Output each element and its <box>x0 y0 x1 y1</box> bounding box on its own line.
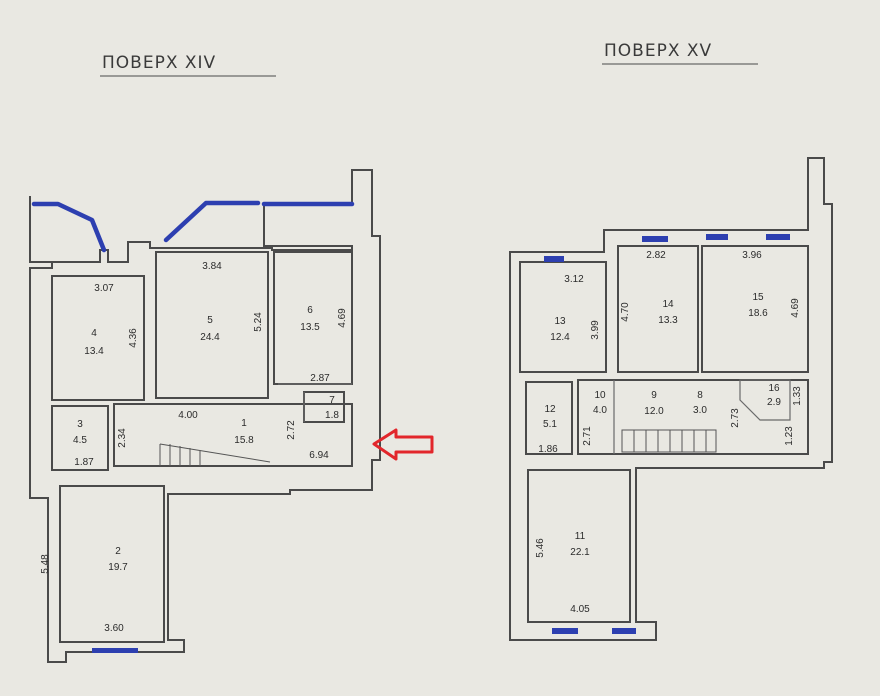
dimension-label: 1.86 <box>538 444 558 455</box>
room-area: 13.5 <box>300 322 320 333</box>
room-4-walls <box>51 275 145 401</box>
room-area: 18.6 <box>748 308 768 319</box>
room-number: 16 <box>768 383 780 394</box>
room-11-walls <box>527 469 631 623</box>
window-marker-room-2 <box>92 648 138 653</box>
room-area: 4.5 <box>73 435 87 446</box>
dimension-label: 2.87 <box>310 373 330 384</box>
window-marker-room-13 <box>544 256 564 262</box>
floor-xv-outer-wall <box>509 157 833 641</box>
room-15-walls <box>701 245 809 373</box>
room-12-walls <box>525 381 573 455</box>
balcony-middle-outline <box>163 200 261 243</box>
dimension-label: 4.69 <box>790 298 801 318</box>
dimension-label: 4.05 <box>570 604 590 615</box>
room-area: 12.4 <box>550 332 570 343</box>
floor-xv-room-labels: 13 12.4 14 13.3 15 18.6 12 5.1 10 4.0 9 … <box>543 292 781 558</box>
room-number: 3 <box>77 419 83 430</box>
room-number: 9 <box>651 390 657 401</box>
room-number: 7 <box>329 395 335 406</box>
room-14-walls <box>617 245 699 373</box>
floor-xiv-outer-wall <box>29 169 381 663</box>
dimension-label: 3.07 <box>94 283 114 294</box>
room-area: 13.4 <box>84 346 104 357</box>
window-marker-room-15a <box>706 234 728 240</box>
floor-xv: ПОВЕРХ XV 13 12.4 14 13.3 15 18.6 12 5.1 <box>509 41 833 641</box>
floor-xv-stairs <box>621 429 717 453</box>
room-3-walls <box>51 405 109 471</box>
balcony-left-outline <box>31 201 107 253</box>
room-area: 4.0 <box>593 405 607 416</box>
room-area: 24.4 <box>200 332 220 343</box>
dimension-label: 4.70 <box>620 302 631 322</box>
dimension-label: 1.33 <box>792 386 803 406</box>
dimension-label: 4.69 <box>337 308 348 328</box>
dimension-label: 5.48 <box>40 554 51 574</box>
room-2-walls <box>59 485 165 643</box>
dimension-label: 5.24 <box>253 312 264 332</box>
room-1-walls <box>113 403 353 467</box>
room-area: 19.7 <box>108 562 128 573</box>
room-number: 12 <box>544 404 556 415</box>
dimension-label: 1.23 <box>784 426 795 446</box>
dimension-label: 2.82 <box>646 250 666 261</box>
window-marker-room-11b <box>612 628 636 634</box>
floor-xiv-partitions <box>278 383 352 422</box>
room-area: 2.9 <box>767 397 781 408</box>
dimension-label: 4.36 <box>128 328 139 348</box>
room-area: 22.1 <box>570 547 590 558</box>
dimension-label: 5.46 <box>535 538 546 558</box>
window-marker-room-15b <box>766 234 790 240</box>
dimension-label: 3.12 <box>564 274 584 285</box>
arrow-left-icon <box>372 428 434 461</box>
room-area: 13.3 <box>658 315 678 326</box>
dimension-label: 3.96 <box>742 250 762 261</box>
room-area: 1.8 <box>325 410 339 421</box>
dimension-label: 4.00 <box>178 410 198 421</box>
room-number: 2 <box>115 546 121 557</box>
room-number: 1 <box>241 418 247 429</box>
window-marker-room-14 <box>642 236 668 242</box>
floor-xiv: ПОВЕРХ XIV 4 13.4 5 24.4 6 13.5 3 <box>29 53 434 663</box>
floor-xv-dimensions: 3.12 2.82 3.96 3.99 4.70 4.69 2.71 2.73 … <box>535 250 803 615</box>
dimension-label: 2.34 <box>117 428 128 448</box>
dimension-label: 2.72 <box>286 420 297 440</box>
room-number: 6 <box>307 305 313 316</box>
room-area: 12.0 <box>644 406 664 417</box>
room-number: 11 <box>575 531 586 542</box>
dimension-label: 3.60 <box>104 623 124 634</box>
room-number: 4 <box>91 328 97 339</box>
dimension-label: 6.94 <box>309 450 329 461</box>
room-area: 5.1 <box>543 419 557 430</box>
dimension-label: 2.73 <box>730 408 741 428</box>
floor-xiv-stairs <box>159 443 271 466</box>
floor-xv-partitions <box>613 379 791 454</box>
room-number: 8 <box>697 390 703 401</box>
room-number: 14 <box>662 299 674 310</box>
floor-xv-title: ПОВЕРХ XV <box>604 41 712 61</box>
dimension-label: 3.99 <box>590 320 601 340</box>
floor-xiv-dimensions: 3.07 3.84 4.36 5.24 4.69 2.87 4.00 2.72 … <box>40 261 348 634</box>
floor-xiv-title: ПОВЕРХ XIV <box>102 53 216 73</box>
room-area: 15.8 <box>234 435 254 446</box>
room-number: 13 <box>554 316 566 327</box>
dimension-label: 1.87 <box>74 457 94 468</box>
room-number: 15 <box>752 292 764 303</box>
room-number: 10 <box>594 390 606 401</box>
window-marker-room-11a <box>552 628 578 634</box>
room-number: 5 <box>207 315 213 326</box>
room-5-walls <box>155 251 269 399</box>
floor-xiv-room-labels: 4 13.4 5 24.4 6 13.5 3 4.5 1 15.8 7 1.8 … <box>73 305 339 573</box>
dimension-label: 2.71 <box>582 426 593 446</box>
dimension-label: 3.84 <box>202 261 222 272</box>
floor-xv-hall-walls <box>577 379 809 455</box>
room-area: 3.0 <box>693 405 707 416</box>
